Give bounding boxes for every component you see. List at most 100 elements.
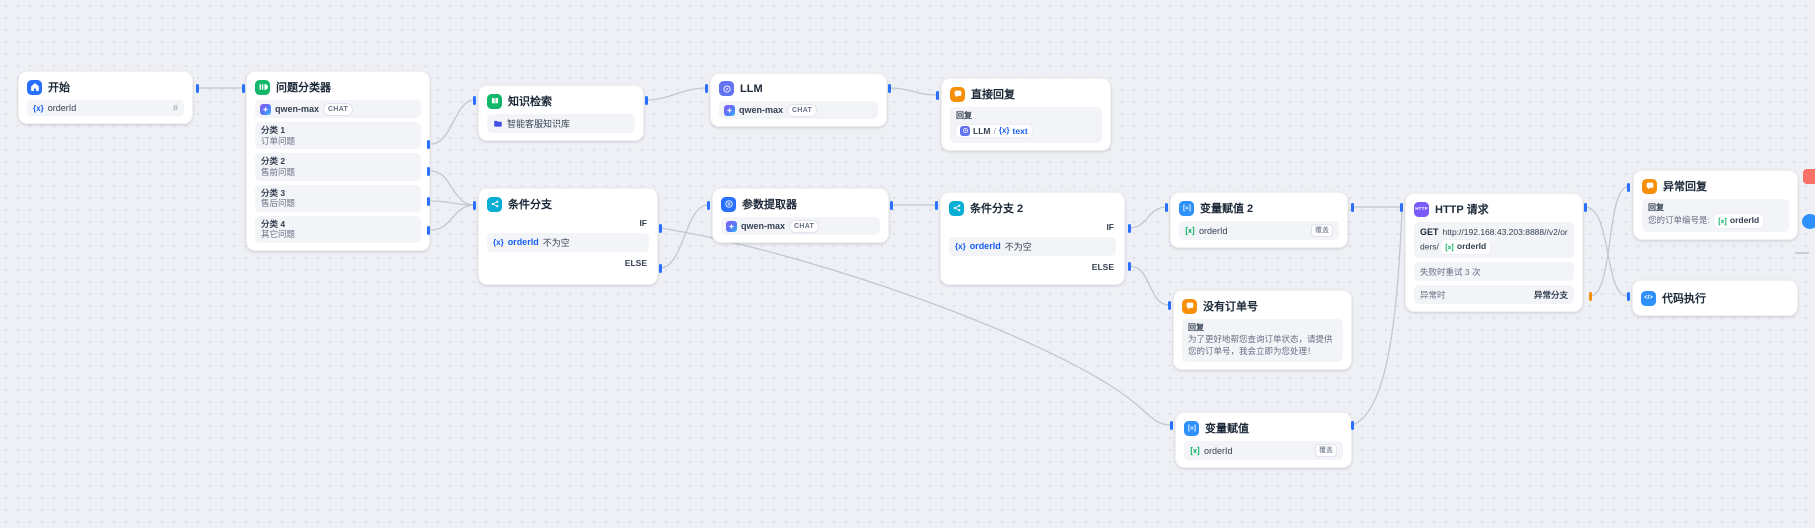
port-if1-in[interactable] (472, 200, 476, 210)
edge-knowledge-llm[interactable] (645, 87, 707, 101)
class-row-2: 分类 2 售前问题 (255, 153, 421, 181)
edge-llm-reply[interactable] (888, 87, 938, 96)
edge-if2-assign2[interactable] (1128, 206, 1167, 229)
conversation-variable-icon (1445, 243, 1454, 252)
node-title: 变量赋值 2 (1200, 203, 1254, 215)
port-class1-out[interactable] (426, 139, 430, 149)
node-title: 直接回复 (971, 89, 1015, 101)
reply-text: 您的订单编号是: orderId (1648, 214, 1783, 229)
port-llm-in[interactable] (704, 83, 708, 93)
edge-http-errorreply[interactable] (1589, 186, 1629, 297)
node-question-classifier[interactable]: 问题分类器 qwen-max CHAT 分类 1 订单问题 分类 2 售前问题 … (246, 71, 430, 251)
port-knowledge-out[interactable] (644, 95, 648, 105)
else-branch-label: ELSE (1091, 261, 1114, 272)
edge-assign1-http[interactable] (1351, 211, 1403, 426)
port-if2-if-out[interactable] (1127, 223, 1131, 233)
variable-name: orderId (47, 103, 77, 113)
class-desc: 其它问题 (261, 229, 296, 240)
reply-box: 回复 LLM / {x} text (950, 107, 1102, 144)
node-error-reply[interactable]: 异常回复 回复 您的订单编号是: orderId (1633, 170, 1798, 241)
edge-if1-extractor[interactable] (659, 204, 709, 269)
model-name: qwen-max (739, 105, 784, 115)
if-branch-label: IF (1106, 222, 1114, 232)
edge-class2-if1[interactable] (430, 170, 475, 206)
classifier-icon (255, 79, 270, 95)
port-if2-else-out[interactable] (1127, 261, 1131, 271)
port-llm-out[interactable] (887, 83, 891, 93)
qwen-model-icon (260, 103, 271, 115)
edge-class4-if1[interactable] (430, 204, 475, 231)
port-class4-out[interactable] (426, 225, 430, 235)
port-http-in[interactable] (1399, 202, 1403, 212)
conversation-variable-icon (1185, 226, 1195, 236)
port-assign2-out[interactable] (1350, 202, 1354, 212)
variable-type: # (172, 103, 178, 113)
node-title: 知识检索 (508, 96, 552, 108)
port-class3-out[interactable] (426, 196, 430, 206)
port-extractor-in[interactable] (706, 200, 710, 210)
http-icon-text: HTTP (1415, 205, 1428, 211)
node-start[interactable]: 开始 {x} orderId # (18, 71, 193, 124)
llm-ref-icon (960, 125, 970, 136)
class-row-4: 分类 4 其它问题 (255, 215, 421, 243)
model-mode-chip: CHAT (323, 102, 354, 116)
write-mode-badge: 覆盖 (1311, 224, 1333, 237)
node-title: HTTP 请求 (1435, 204, 1489, 216)
port-code-in[interactable] (1626, 291, 1630, 301)
node-knowledge-retrieval[interactable]: 知识检索 智能客服知识库 (478, 85, 644, 141)
edge-http-code[interactable] (1584, 206, 1628, 297)
port-knowledge-in[interactable] (472, 95, 476, 105)
port-assign1-in[interactable] (1169, 420, 1173, 430)
port-if2-in[interactable] (934, 200, 938, 210)
port-http-error-out[interactable] (1588, 291, 1592, 301)
port-classifier-in[interactable] (241, 83, 245, 93)
port-start-out[interactable] (195, 83, 199, 93)
port-extractor-out[interactable] (889, 200, 893, 210)
qwen-model-icon (724, 104, 735, 116)
node-title: 开始 (48, 82, 70, 94)
start-input-variable-row: {x} orderId # (27, 100, 184, 116)
url-variable-chip: orderId (1440, 239, 1491, 255)
edge-if2-noorder[interactable] (1128, 265, 1170, 306)
port-class2-out[interactable] (426, 166, 430, 176)
class-label: 分类 2 (261, 156, 286, 167)
model-mode-chip: CHAT (789, 219, 820, 233)
condition-op: 不为空 (1004, 241, 1032, 252)
ref-node-name: LLM (973, 125, 991, 136)
write-mode-badge: 覆盖 (1315, 444, 1337, 457)
qwen-model-icon (726, 220, 737, 232)
node-no-order-reply[interactable]: 没有订单号 回复 为了更好地帮您查询订单状态，请提供您的订单号，我会立即为您处理… (1173, 290, 1352, 371)
edge-class3-if1[interactable] (430, 200, 475, 206)
reply-box: 回复 为了更好地帮您查询订单状态，请提供您的订单号，我会立即为您处理！ (1182, 319, 1343, 363)
port-if1-else-out[interactable] (658, 263, 662, 273)
port-error-reply-in[interactable] (1626, 182, 1630, 192)
node-code-execution[interactable]: </> 代码执行 (1632, 280, 1798, 316)
conversation-variable-icon (1718, 217, 1727, 226)
assign-variable-row: orderId 覆盖 (1179, 221, 1339, 240)
node-variable-assign-2[interactable]: 变量赋值 2 orderId 覆盖 (1170, 192, 1348, 248)
port-http-out[interactable] (1583, 202, 1587, 212)
node-direct-reply[interactable]: 直接回复 回复 LLM / {x} text (941, 78, 1111, 152)
node-parameter-extractor[interactable]: 参数提取器 qwen-max CHAT (712, 188, 889, 243)
node-title: 异常回复 (1663, 181, 1707, 193)
node-variable-assign-1[interactable]: 变量赋值 orderId 覆盖 (1175, 412, 1352, 468)
port-direct-reply-in[interactable] (935, 90, 939, 100)
node-if-else-1[interactable]: 条件分支 IF {x} orderId 不为空 ELSE (478, 188, 658, 285)
variable-icon: {x} (493, 237, 504, 247)
node-title: 没有订单号 (1203, 301, 1258, 313)
edge-class1-knowledge[interactable] (430, 99, 475, 145)
port-assign2-in[interactable] (1164, 202, 1168, 212)
node-llm[interactable]: LLM qwen-max CHAT (710, 73, 887, 127)
variable-name: orderId (1729, 215, 1760, 226)
port-if1-if-out[interactable] (658, 223, 662, 233)
else-branch-label: ELSE (624, 257, 647, 268)
variable-icon: {x} (955, 241, 966, 251)
node-if-else-2[interactable]: 条件分支 2 IF {x} orderId 不为空 ELSE (940, 192, 1125, 285)
clipped-node-icon-red (1803, 169, 1815, 184)
port-assign1-out[interactable] (1350, 420, 1354, 430)
port-no-order-in[interactable] (1167, 300, 1171, 310)
model-row: qwen-max CHAT (255, 100, 421, 118)
folder-icon (493, 119, 503, 129)
